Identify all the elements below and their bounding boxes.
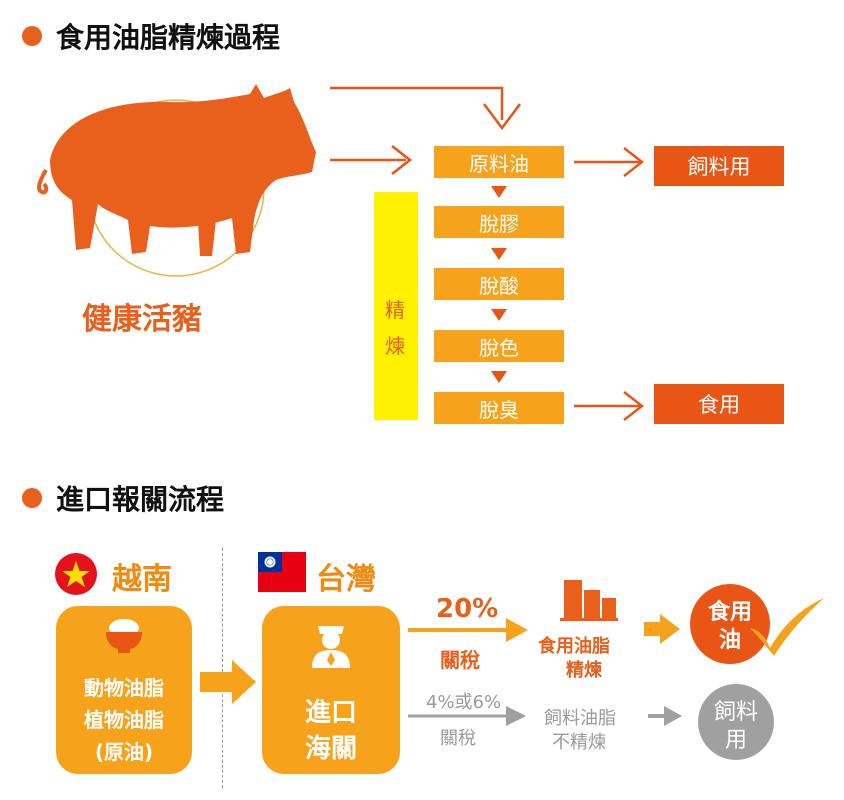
customs-line-2: 海關 [304,734,357,764]
vietnam-flag-icon [55,553,97,595]
feed-use-circle: 飼料 用 [698,684,774,760]
section1-bullet [22,26,42,46]
country-divider [222,548,223,788]
process-arrows [330,86,645,421]
vietnam-label: 越南 [112,562,172,597]
unrefined-line-2: 不精煉 [552,732,606,753]
refining-bar [374,192,418,420]
refining-label-1: 精 [385,298,405,322]
tariff-high-value: 20% [436,594,499,624]
step-deodorization: 脫臭 [434,392,564,424]
edible-oil-circle: 食用 油 [690,584,770,664]
tariff-low-label: 關稅 [440,728,476,749]
step-decolorization: 脫色 [434,330,564,362]
step-raw-oil: 原料油 [434,146,564,178]
refining-label-2: 煉 [385,334,405,358]
customs-officer-icon [312,626,350,668]
checkmark-icon [750,598,824,656]
taiwan-label: 台灣 [316,562,376,597]
source-line-2: 植物油脂 [84,708,164,732]
pig-label: 健康活豬 [82,302,202,337]
source-oil-card: 動物油脂 植物油脂 (原油) [56,606,192,774]
tariff-low-value: 4%或6% [426,692,502,713]
food-use-box: 食用 [654,384,784,424]
taiwan-flag-icon [258,552,306,592]
refined-line-2: 精煉 [566,660,602,681]
edible-line-2: 油 [718,628,741,653]
pig-icon [37,84,316,277]
refined-line-1: 食用油脂 [538,636,610,657]
feed-line-2: 用 [724,728,747,753]
step-arrow-3 [491,309,507,321]
tariff-high-label: 關稅 [440,648,480,672]
rice-bowl-icon [106,619,142,653]
source-line-1: 動物油脂 [84,676,164,700]
feed-line-1: 飼料 [713,700,758,725]
step-deacidification: 脫酸 [434,268,564,300]
customs-card: 進口 海關 [262,606,400,774]
unrefined-line-1: 飼料油脂 [544,708,616,729]
step-degumming: 脫膠 [434,206,564,238]
step-arrow-4 [491,371,507,383]
feed-use-box: 飼料用 [654,146,784,186]
customs-line-1: 進口 [304,698,357,728]
factory-icon [560,580,618,621]
source-to-customs-arrow [200,660,256,704]
section2-bullet [22,488,42,508]
source-line-3: (原油) [94,740,154,764]
section1-title: 食用油脂精煉過程 [56,21,281,54]
step-arrow-2 [491,248,507,260]
step-arrow-1 [491,186,507,198]
edible-line-1: 食用 [707,600,752,625]
section2-title: 進口報關流程 [56,483,225,516]
